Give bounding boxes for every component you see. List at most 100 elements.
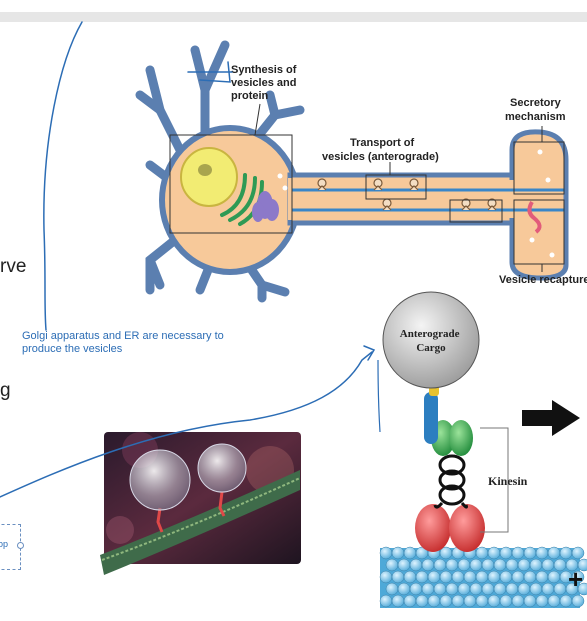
- tubulin-bead: [415, 570, 429, 584]
- tubulin-bead: [397, 582, 411, 596]
- tubulin-bead: [451, 570, 465, 584]
- tubulin-bead: [433, 558, 447, 572]
- connector-line: [377, 359, 381, 433]
- tubulin-bead: [499, 546, 513, 560]
- tubulin-bead: [451, 594, 465, 608]
- tubulin-bead: [511, 570, 525, 584]
- ink-stroke-left: [43, 21, 83, 331]
- tubulin-bead: [487, 570, 501, 584]
- cut-off-text-nerve[interactable]: rve: [0, 256, 27, 277]
- tubulin-bead: [499, 570, 513, 584]
- tubulin-bead: [571, 546, 585, 560]
- tubulin-bead: [517, 558, 531, 572]
- tubulin-bead: [553, 558, 567, 572]
- ink-stroke-synthesis: [187, 61, 233, 83]
- tubulin-bead: [421, 582, 435, 596]
- cell-body: [159, 125, 301, 275]
- tubulin-bead: [541, 582, 555, 596]
- annotation-note[interactable]: Golgi apparatus and ER are necessary to …: [22, 330, 224, 355]
- tubulin-bead: [541, 558, 555, 572]
- tubulin-bead: [439, 594, 453, 608]
- kinesin-diagram[interactable]: Anterograde Cargo Kinesin +: [377, 291, 587, 608]
- tubulin-bead: [493, 582, 507, 596]
- tubulin-bead: [523, 570, 537, 584]
- tubulin-bead: [547, 546, 561, 560]
- nucleolus: [198, 164, 212, 176]
- cargo-label: Anterograde Cargo: [400, 328, 462, 354]
- recapture-membrane: [527, 200, 542, 234]
- tubulin-bead: [457, 558, 471, 572]
- tubulin-bead: [385, 558, 399, 572]
- tubulin-bead: [463, 570, 477, 584]
- tubulin-bead: [391, 594, 405, 608]
- tubulin-bead: [457, 582, 471, 596]
- tubulin-bead: [559, 594, 573, 608]
- tubulin-bead: [535, 594, 549, 608]
- tubulin-bead: [523, 546, 537, 560]
- tubulin-bead: [571, 594, 585, 608]
- tubulin-bead: [403, 546, 417, 560]
- cut-off-text-g[interactable]: g: [0, 380, 11, 401]
- tubulin-bead: [517, 582, 531, 596]
- motor-protein-icons: [317, 178, 497, 211]
- tubulin-bead: [379, 570, 393, 584]
- photo-vesicle-2: [197, 443, 247, 493]
- tubulin-bead: [523, 594, 537, 608]
- kinesin-label: Kinesin: [488, 474, 528, 488]
- kinesin-head-left: [415, 504, 451, 552]
- kinesin-light-chain: [424, 392, 438, 444]
- anterograde-cargo: [382, 291, 480, 389]
- tubulin-bead: [427, 594, 441, 608]
- kinesin-stalk: [433, 454, 468, 509]
- tubulin-bead: [553, 582, 567, 596]
- tubulin-bead: [379, 546, 393, 560]
- tubulin-bead: [403, 594, 417, 608]
- kinesin-head-right: [449, 504, 485, 552]
- label-secretory: Secretory mechanism: [505, 97, 566, 123]
- axon-joint: [288, 178, 298, 220]
- kinesin-neck-right: [449, 420, 473, 456]
- direction-arrow-icon: [522, 400, 580, 436]
- tubulin-bead: [505, 582, 519, 596]
- tubulin-bead: [571, 570, 585, 584]
- vesicle-transport-photo[interactable]: [100, 432, 301, 575]
- resize-handle[interactable]: [17, 542, 24, 549]
- tubulin-bead: [529, 582, 543, 596]
- tubulin-bead: [535, 570, 549, 584]
- tubulin-bead: [511, 546, 525, 560]
- tubulin-bead: [505, 558, 519, 572]
- terminal-joint: [505, 180, 519, 218]
- nucleus: [180, 147, 238, 207]
- tubulin-bead: [499, 594, 513, 608]
- photo-vesicle-1: [129, 449, 191, 511]
- tubulin-bead: [475, 546, 489, 560]
- microtubule-filament: [379, 546, 587, 608]
- ink-arrowhead: [363, 345, 376, 361]
- tubulin-bead: [547, 570, 561, 584]
- label-synthesis: Synthesis of vesicles and protein: [231, 64, 300, 102]
- vesicle-dots: [277, 149, 555, 258]
- photo-motor-legs: [156, 491, 226, 533]
- tubulin-bead: [415, 594, 429, 608]
- tubulin-bead: [439, 570, 453, 584]
- tubulin-bead: [475, 594, 489, 608]
- toolbar-divider: [0, 12, 587, 22]
- tubulin-bead: [535, 546, 549, 560]
- label-transport: Transport of vesicles (anterograde): [322, 137, 439, 163]
- top-toolbar-strip: [0, 0, 587, 22]
- tubulin-bead: [433, 582, 447, 596]
- axon-microtubules: [292, 188, 565, 212]
- tubulin-bead: [397, 558, 411, 572]
- tubulin-bead: [427, 570, 441, 584]
- tubulin-bead: [487, 594, 501, 608]
- tubulin-bead: [529, 558, 543, 572]
- tubulin-bead: [493, 558, 507, 572]
- tubulin-bead: [421, 558, 435, 572]
- tubulin-bead: [385, 582, 399, 596]
- tubulin-bead: [379, 594, 393, 608]
- tubulin-bead: [391, 570, 405, 584]
- tubulin-bead: [559, 546, 573, 560]
- ink-annotations[interactable]: [0, 21, 376, 498]
- neuron-diagram[interactable]: Synthesis of vesicles and protein Transp…: [135, 40, 587, 303]
